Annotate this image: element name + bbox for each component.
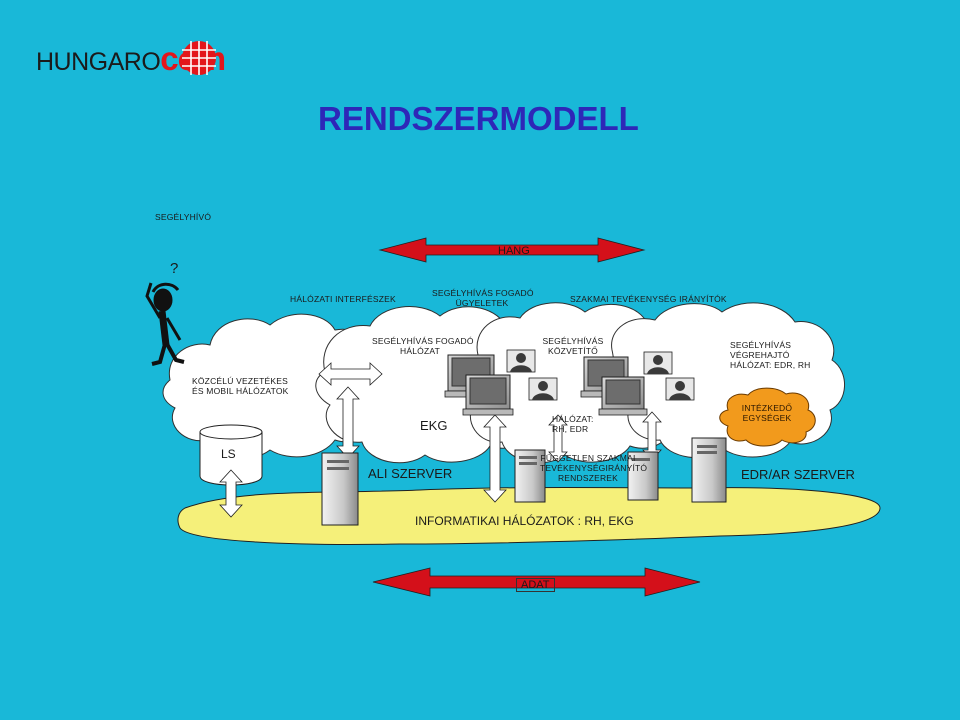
- receiving-network-label: SEGÉLYHÍVÁS FOGADÓ HÁLÓZAT: [372, 336, 474, 356]
- ls-database-icon: [199, 424, 263, 486]
- call-receiving-duty-line1: SEGÉLYHÍVÁS FOGADÓ: [432, 288, 534, 298]
- adat-label: ADAT: [516, 578, 555, 592]
- network-rh-edr-line1: HÁLÓZAT:: [552, 414, 594, 424]
- ali-server-label: ALI SZERVER: [368, 466, 453, 481]
- operator-photo-1: [506, 349, 536, 373]
- units-line1: INTÉZKEDŐ: [741, 403, 793, 413]
- informatics-vertical-arrow: [483, 414, 507, 503]
- independent-server-icon-2: [627, 451, 659, 501]
- mediator-network-label: SEGÉLYHÍVÁS KÖZVETÍTŐ: [540, 336, 606, 356]
- adat-arrow: [372, 567, 701, 597]
- informatics-networks-label: INFORMATIKAI HÁLÓZATOK : RH, EKG: [415, 514, 634, 528]
- local-networks-line1: KÖZCÉLÚ VEZETÉKES: [192, 376, 288, 386]
- executor-network-line2: VÉGREHAJTÓ: [730, 350, 790, 360]
- logo-globe-icon: [182, 41, 216, 75]
- independent-systems-label: FÜGGETLEN SZAKMAI TEVÉKENYSÉGIRÁNYÍTÓ RE…: [540, 453, 648, 483]
- executor-network-line3: HÁLÓZAT: EDR, RH: [730, 360, 811, 370]
- independent-systems-line1: FÜGGETLEN SZAKMAI: [540, 453, 636, 463]
- edr-server-icon: [691, 437, 727, 503]
- call-receiving-duty-label: SEGÉLYHÍVÁS FOGADÓ ÜGYELETEK: [432, 288, 534, 308]
- caller-figure-icon: [145, 282, 185, 366]
- logo-text-hungaro: HUNGARO: [36, 48, 161, 76]
- local-networks-line2: ÉS MOBIL HÁLÓZATOK: [192, 386, 289, 396]
- local-networks-label: KÖZCÉLÚ VEZETÉKES ÉS MOBIL HÁLÓZATOK: [192, 376, 289, 396]
- workstation-icon-4: [598, 376, 648, 416]
- question-mark: ?: [170, 260, 179, 277]
- call-receiving-duty-line2: ÜGYELETEK: [455, 298, 509, 308]
- independent-systems-line2: TEVÉKENYSÉGIRÁNYÍTÓ: [540, 463, 648, 473]
- receiving-network-line1: SEGÉLYHÍVÁS FOGADÓ: [372, 336, 474, 346]
- ali-server-icon: [321, 452, 359, 526]
- operator-photo-2: [528, 377, 558, 401]
- hang-arrow: [378, 237, 646, 263]
- independent-server-icon: [514, 449, 546, 503]
- ekg-label: EKG: [420, 418, 448, 433]
- caller-label: SEGÉLYHÍVÓ: [155, 212, 212, 222]
- operator-photo-3: [643, 351, 673, 375]
- network-rh-edr-line2: RH, EDR: [552, 424, 589, 434]
- hang-label: HANG: [498, 245, 530, 257]
- workstation-icon-2: [462, 374, 514, 416]
- executor-network-label: SEGÉLYHÍVÁS VÉGREHAJTÓ HÁLÓZAT: EDR, RH: [730, 340, 811, 370]
- page-title: RENDSZERMODELL: [318, 100, 639, 137]
- independent-vertical-arrow: [548, 414, 568, 463]
- mediator-network-line1: SEGÉLYHÍVÁS: [542, 336, 604, 346]
- executor-network-line1: SEGÉLYHÍVÁS: [730, 340, 792, 350]
- receiving-network-line2: HÁLÓZAT: [400, 346, 440, 356]
- units-label: INTÉZKEDŐ EGYSÉGEK: [734, 403, 800, 423]
- operator-photo-4: [665, 377, 695, 401]
- independent-systems-line3: RENDSZEREK: [557, 473, 619, 483]
- interface-horizontal-arrow: [318, 362, 383, 386]
- professional-controllers-label: SZAKMAI TEVÉKENYSÉG IRÁNYÍTÓK: [570, 294, 727, 304]
- network-rh-edr-label: HÁLÓZAT: RH, EDR: [552, 414, 594, 434]
- units-line2: EGYSÉGEK: [742, 413, 792, 423]
- edr-server-label: EDR/AR SZERVER: [741, 467, 855, 482]
- units-cloud: [719, 387, 816, 447]
- network-interfaces-label: HÁLÓZATI INTERFÉSZEK: [290, 294, 396, 304]
- ls-vertical-arrow: [219, 469, 243, 518]
- mediator-network-line2: KÖZVETÍTŐ: [548, 346, 598, 356]
- ls-label: LS: [221, 447, 236, 461]
